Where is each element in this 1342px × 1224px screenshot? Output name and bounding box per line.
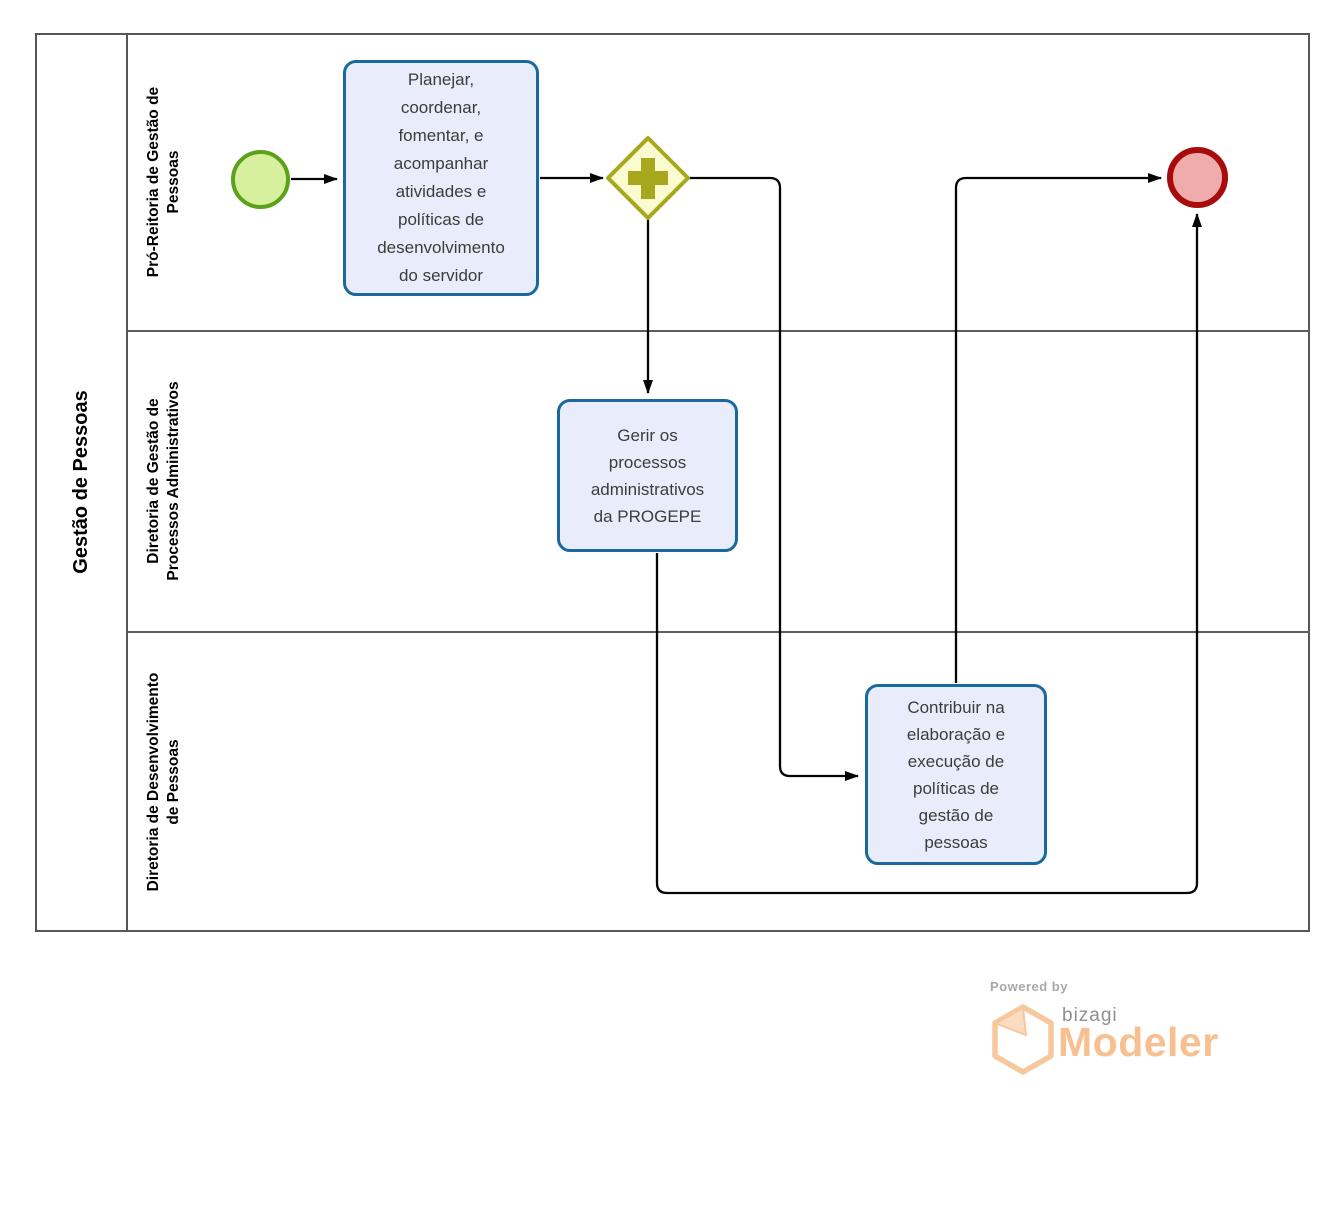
task-gerir-processos: Gerir os processos administrativos da PR… <box>557 399 738 552</box>
pool-boundary <box>35 33 1310 932</box>
powered-by-label: Powered by <box>990 979 1068 994</box>
end-event <box>1167 147 1228 208</box>
start-event <box>231 150 290 209</box>
lane-divider <box>128 330 1310 332</box>
lane-label-pro-reitoria: Pró-Reitoria de Gestão de Pessoas <box>145 86 182 278</box>
pool-header-divider <box>126 33 128 932</box>
lane-label-desenvolvimento: Diretoria de Desenvolvimento de Pessoas <box>145 672 182 892</box>
pool-title: Gestão de Pessoas <box>70 390 92 574</box>
task-contribuir-politicas: Contribuir na elaboração e execução de p… <box>865 684 1047 865</box>
bizagi-logo-icon <box>992 1004 1054 1075</box>
modeler-product-label: Modeler <box>1058 1019 1219 1065</box>
lane-label-gestao-processos: Diretoria de Gestão de Processos Adminis… <box>145 381 182 581</box>
task-planejar-coordenar: Planejar, coordenar, fomentar, e acompan… <box>343 60 539 296</box>
bizagi-brand-label: bizagi <box>1062 1005 1118 1026</box>
lane-divider <box>128 631 1310 633</box>
